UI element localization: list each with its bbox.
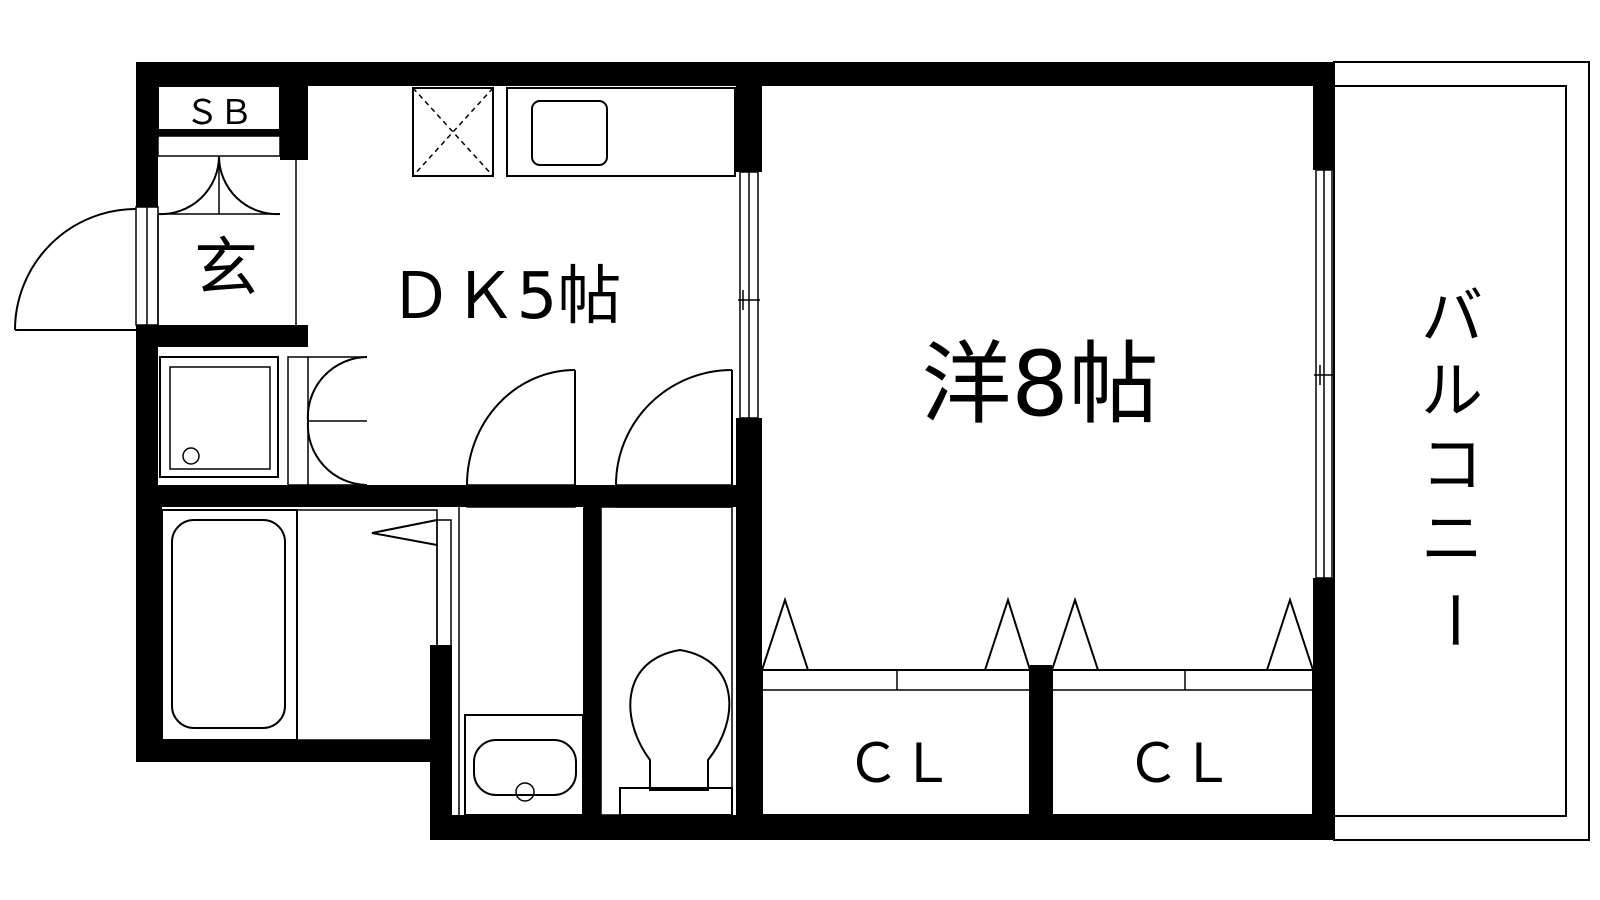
entrance-label: 玄	[194, 232, 258, 306]
balcony-label-char: バ	[1421, 280, 1483, 353]
closet-1-label: ＣＬ	[846, 732, 954, 795]
shoe-box-label: ＳＢ	[185, 93, 253, 133]
storage-door[interactable]	[306, 356, 368, 486]
entrance-door[interactable]	[14, 208, 137, 331]
balcony-label-char: ー	[1417, 589, 1490, 651]
openings	[135, 169, 1334, 579]
washbasin	[458, 507, 584, 816]
balcony-label-char: ニ	[1421, 502, 1483, 575]
shoe-cabinet	[157, 85, 281, 216]
balcony-label-char: コ	[1421, 428, 1483, 501]
balcony-label-char: ル	[1421, 354, 1483, 427]
closet-2-label: ＣＬ	[1126, 732, 1234, 795]
closets	[760, 596, 1315, 816]
dining-kitchen-label: ＤＫ5帖	[389, 260, 622, 334]
bathtub	[161, 509, 438, 741]
toilet	[600, 506, 733, 816]
western-room-label: 洋8帖	[921, 332, 1158, 437]
laundry-pan	[159, 356, 309, 486]
entrance-floor	[157, 160, 297, 325]
balcony	[1333, 61, 1590, 841]
outer-walls	[136, 62, 1334, 840]
interior-walls	[158, 86, 1052, 838]
balcony-label: バ ル コ ニ ー	[1417, 280, 1490, 651]
kitchen	[412, 87, 736, 177]
washroom-door[interactable]	[466, 369, 576, 508]
bathroom-door[interactable]	[371, 519, 452, 661]
